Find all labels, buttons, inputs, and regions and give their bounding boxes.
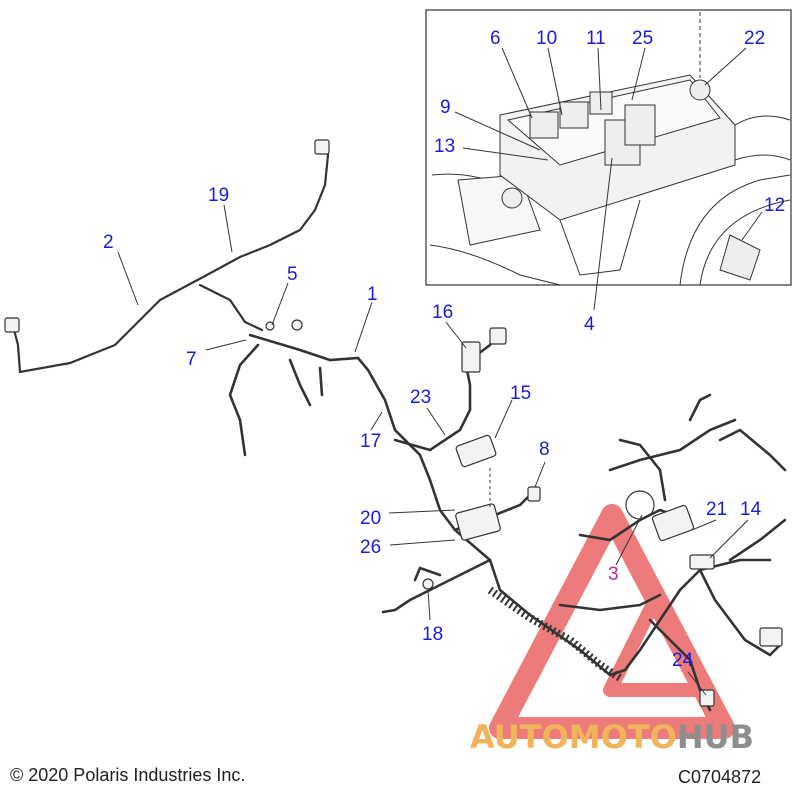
callout-8: 8 bbox=[539, 439, 550, 460]
connector-24 bbox=[699, 689, 715, 707]
callout-16: 16 bbox=[432, 302, 454, 323]
connector-16 bbox=[461, 341, 481, 373]
connector-19-end bbox=[314, 139, 330, 155]
inset-frame bbox=[425, 9, 792, 286]
callout-3: 3 bbox=[608, 564, 619, 585]
callout-12: 12 bbox=[764, 195, 786, 216]
watermark-logo bbox=[489, 504, 735, 739]
watermark-text: AUTOMOTOHUB bbox=[470, 718, 755, 756]
callout-17: 17 bbox=[360, 431, 382, 452]
harness-upper-left bbox=[10, 141, 330, 374]
callout-15: 15 bbox=[510, 383, 532, 404]
callout-20: 20 bbox=[360, 508, 382, 529]
callout-22: 22 bbox=[744, 28, 766, 49]
callout-1: 1 bbox=[367, 284, 378, 305]
fuse-box-detail bbox=[429, 12, 791, 286]
callout-25: 25 bbox=[632, 28, 654, 49]
connector-2-end bbox=[4, 317, 20, 333]
callout-14: 14 bbox=[740, 499, 762, 520]
fuse-box-21 bbox=[651, 504, 695, 542]
callout-13: 13 bbox=[434, 136, 456, 157]
connector-16b bbox=[489, 327, 507, 345]
callout-26: 26 bbox=[360, 537, 382, 558]
callout-4: 4 bbox=[584, 314, 595, 335]
harness-main bbox=[228, 328, 787, 712]
callout-18: 18 bbox=[422, 624, 444, 645]
callout-11: 11 bbox=[586, 28, 606, 49]
callout-24: 24 bbox=[672, 650, 694, 671]
conduit bbox=[487, 586, 623, 682]
callout-21: 21 bbox=[706, 499, 728, 520]
connector-right bbox=[759, 627, 783, 647]
callout-7: 7 bbox=[186, 349, 197, 370]
callout-6: 6 bbox=[490, 28, 501, 49]
module-15 bbox=[455, 434, 497, 468]
inset-leaders bbox=[454, 47, 763, 311]
callout-23: 23 bbox=[410, 387, 432, 408]
callout-2: 2 bbox=[103, 232, 114, 253]
relay-14 bbox=[689, 554, 715, 570]
copyright-notice: © 2020 Polaris Industries Inc. bbox=[10, 765, 246, 785]
callout-10: 10 bbox=[536, 28, 558, 49]
callout-5: 5 bbox=[287, 264, 298, 285]
ecu-20 bbox=[455, 503, 501, 541]
callout-9: 9 bbox=[440, 97, 451, 118]
connector-8 bbox=[527, 486, 541, 502]
leader-lines bbox=[117, 204, 749, 696]
components bbox=[4, 139, 783, 707]
callout-19: 19 bbox=[208, 185, 230, 206]
diagram-code: C0704872 bbox=[678, 767, 762, 787]
